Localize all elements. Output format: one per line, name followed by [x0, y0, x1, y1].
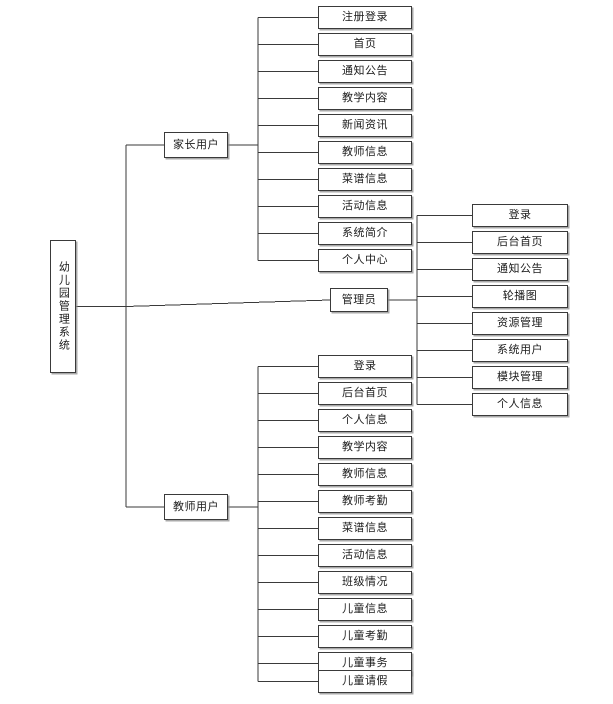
leaf-node-teacher-8[interactable]: 班级情况	[318, 571, 412, 594]
leaf-node-teacher-4[interactable]: 教师信息	[318, 463, 412, 486]
leaf-node-admin-0[interactable]: 登录	[472, 204, 568, 227]
branch-node-teacher[interactable]: 教师用户	[164, 494, 228, 520]
leaf-node-admin-6[interactable]: 模块管理	[472, 366, 568, 389]
leaf-node-admin-4[interactable]: 资源管理	[472, 312, 568, 335]
branch-node-parent[interactable]: 家长用户	[164, 132, 228, 158]
leaf-node-teacher-7[interactable]: 活动信息	[318, 544, 412, 567]
leaf-node-admin-3[interactable]: 轮播图	[472, 285, 568, 308]
leaf-node-parent-9[interactable]: 个人中心	[318, 249, 412, 272]
branch-node-admin[interactable]: 管理员	[330, 288, 388, 312]
leaf-node-parent-3[interactable]: 教学内容	[318, 87, 412, 110]
leaf-node-teacher-12[interactable]: 儿童请假	[318, 670, 412, 693]
leaf-node-parent-8[interactable]: 系统简介	[318, 222, 412, 245]
root-node[interactable]: 幼儿园管理系统	[50, 240, 76, 373]
leaf-node-admin-2[interactable]: 通知公告	[472, 258, 568, 281]
leaf-node-teacher-11[interactable]: 儿童事务	[318, 652, 412, 675]
leaf-node-admin-5[interactable]: 系统用户	[472, 339, 568, 362]
admin-trunk-line	[125, 299, 331, 307]
leaf-node-teacher-5[interactable]: 教师考勤	[318, 490, 412, 513]
leaf-node-teacher-10[interactable]: 儿童考勤	[318, 625, 412, 648]
leaf-node-teacher-2[interactable]: 个人信息	[318, 409, 412, 432]
leaf-node-parent-7[interactable]: 活动信息	[318, 195, 412, 218]
leaf-node-parent-6[interactable]: 菜谱信息	[318, 168, 412, 191]
leaf-node-parent-5[interactable]: 教师信息	[318, 141, 412, 164]
leaf-node-parent-0[interactable]: 注册登录	[318, 6, 412, 29]
leaf-node-admin-7[interactable]: 个人信息	[472, 393, 568, 416]
leaf-node-teacher-6[interactable]: 菜谱信息	[318, 517, 412, 540]
leaf-node-teacher-1[interactable]: 后台首页	[318, 382, 412, 405]
leaf-node-admin-1[interactable]: 后台首页	[472, 231, 568, 254]
leaf-node-teacher-9[interactable]: 儿童信息	[318, 598, 412, 621]
leaf-node-teacher-3[interactable]: 教学内容	[318, 436, 412, 459]
leaf-node-parent-2[interactable]: 通知公告	[318, 60, 412, 83]
leaf-node-parent-4[interactable]: 新闻资讯	[318, 114, 412, 137]
leaf-node-parent-1[interactable]: 首页	[318, 33, 412, 56]
leaf-node-teacher-0[interactable]: 登录	[318, 355, 412, 378]
